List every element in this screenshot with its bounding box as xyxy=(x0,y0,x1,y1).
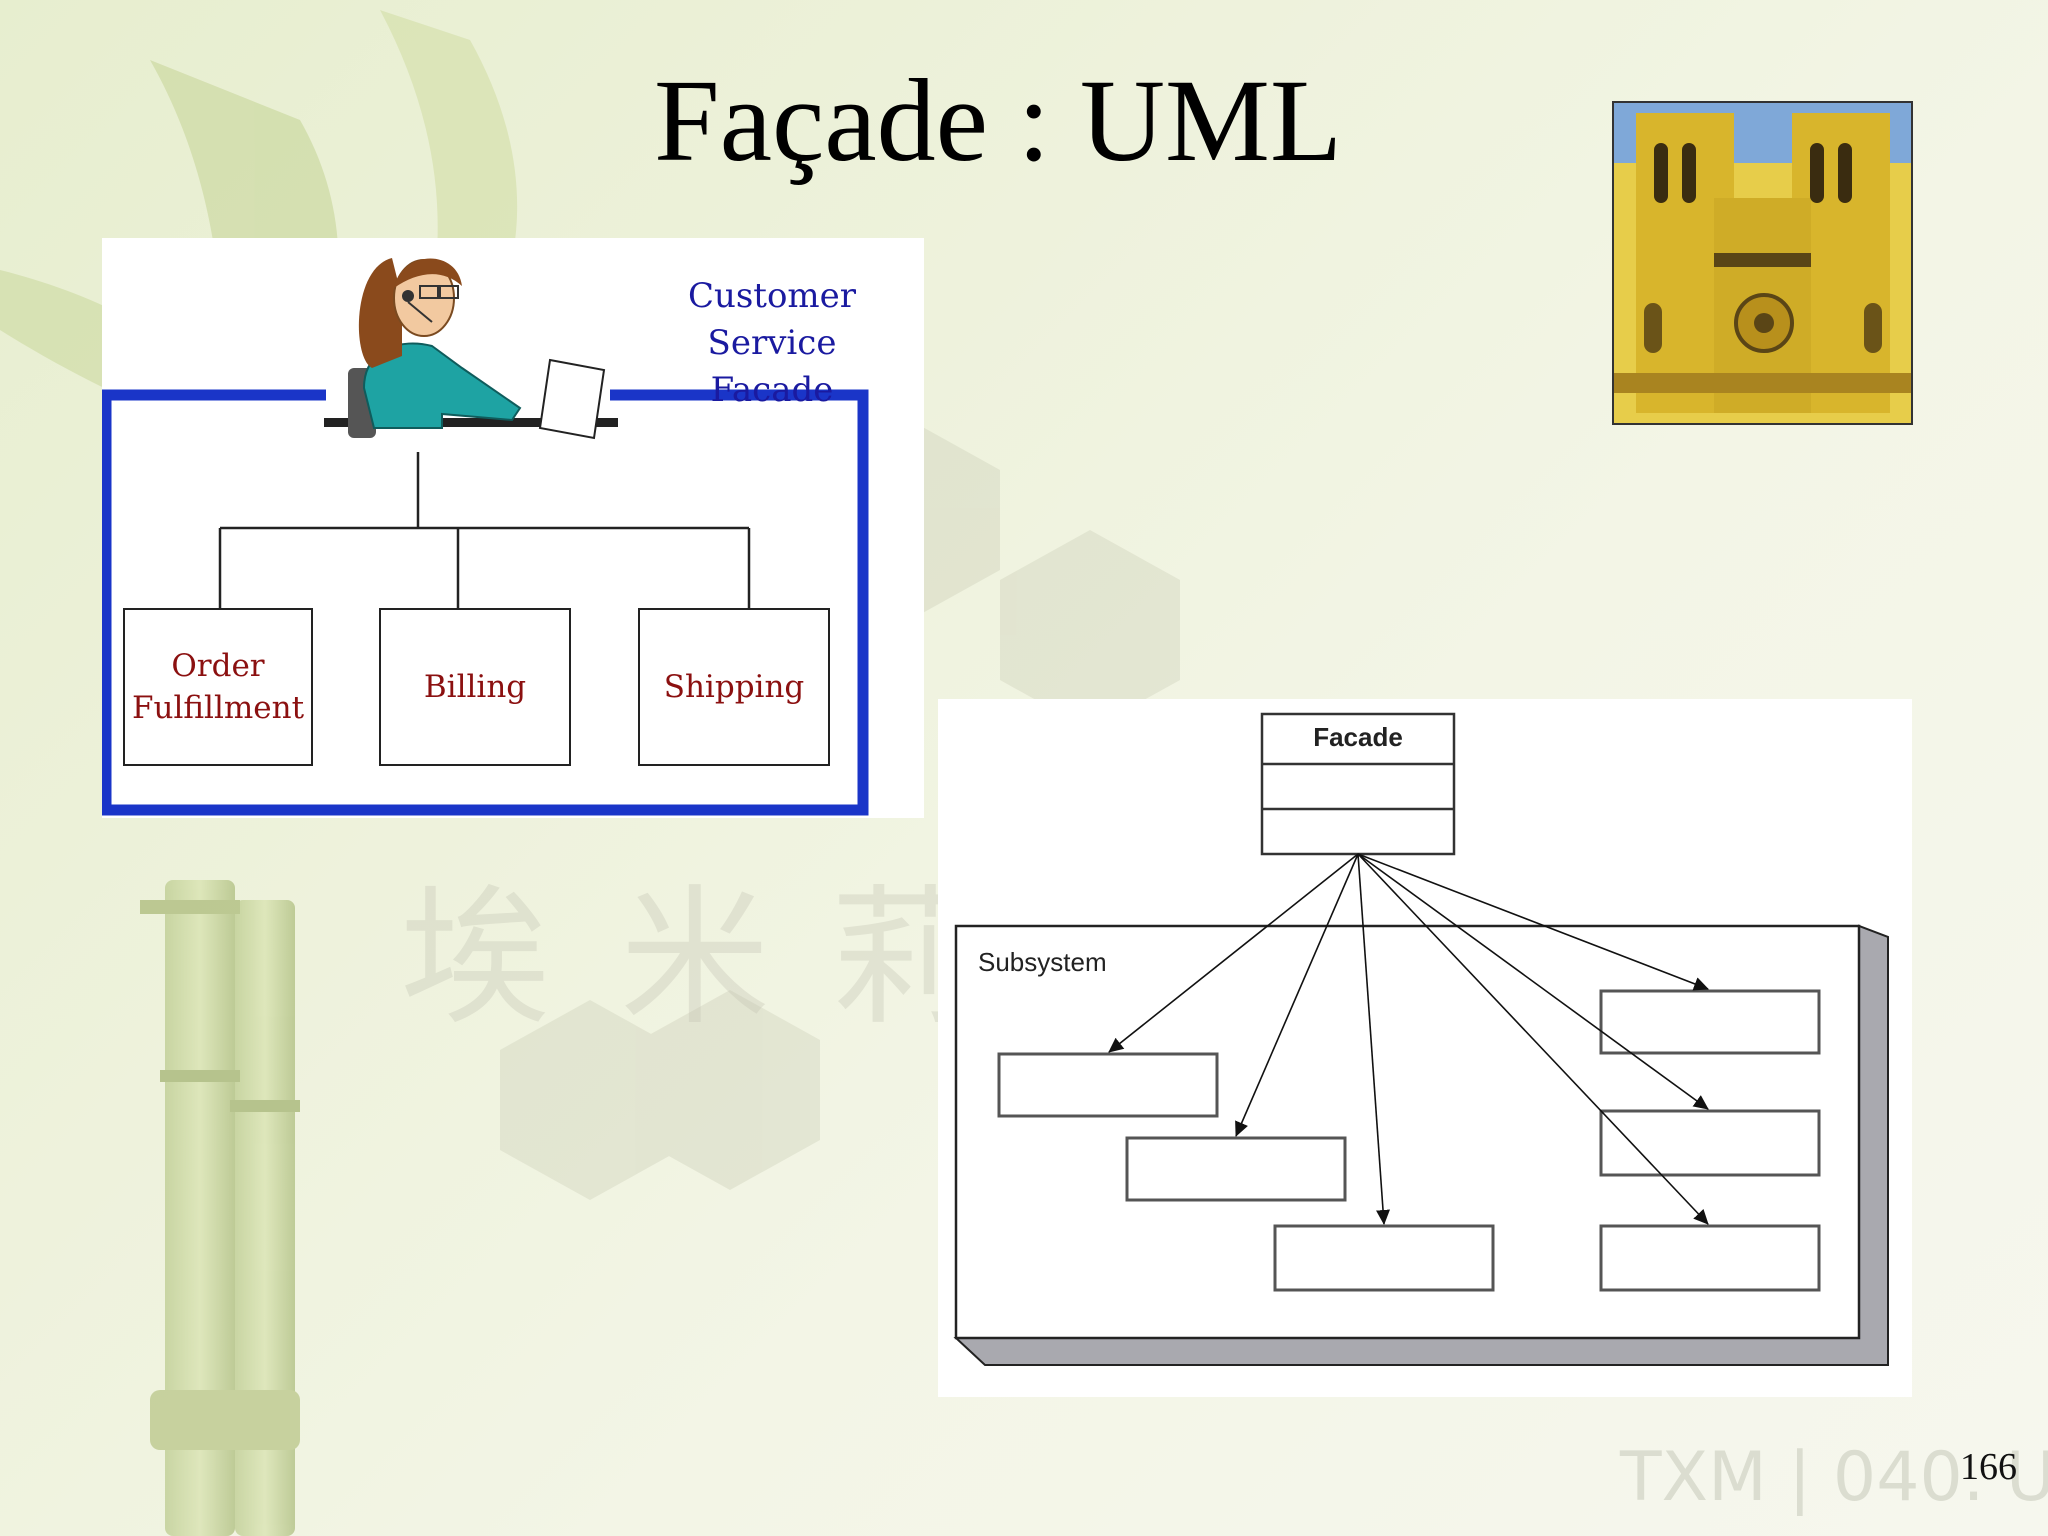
customer-service-clerk-icon xyxy=(348,258,522,438)
uml-facade-diagram: Facade Subsystem xyxy=(938,699,1912,1397)
subsystem-class-box xyxy=(1273,1224,1495,1292)
subsystem-frame xyxy=(102,389,869,816)
slide-title: Façade : UML xyxy=(653,55,1343,186)
facade-label: Customer Service Facade xyxy=(687,276,857,410)
subsystem-class-box xyxy=(997,1052,1219,1118)
subsystem-class-box xyxy=(1599,1224,1821,1292)
subsystem-label: Subsystem xyxy=(978,947,1107,977)
svg-text:米: 米 xyxy=(620,872,770,1046)
subsystem-class-box xyxy=(1125,1136,1347,1202)
subsystem-class-box xyxy=(1599,1109,1821,1177)
subsystem-shipping: Shipping xyxy=(638,608,830,766)
subsystem-billing: Billing xyxy=(379,608,571,766)
facade-class-name: Facade xyxy=(1313,722,1403,752)
watermark: TXM | 040. U xyxy=(1619,1438,2048,1517)
document-icon xyxy=(538,358,606,440)
subsystem-class-box xyxy=(1599,989,1821,1055)
svg-text:埃: 埃 xyxy=(400,872,550,1046)
facade-class-box xyxy=(1260,712,1456,856)
page-number: 166 xyxy=(1960,1446,2017,1488)
cathedral-photo xyxy=(1612,101,1913,425)
